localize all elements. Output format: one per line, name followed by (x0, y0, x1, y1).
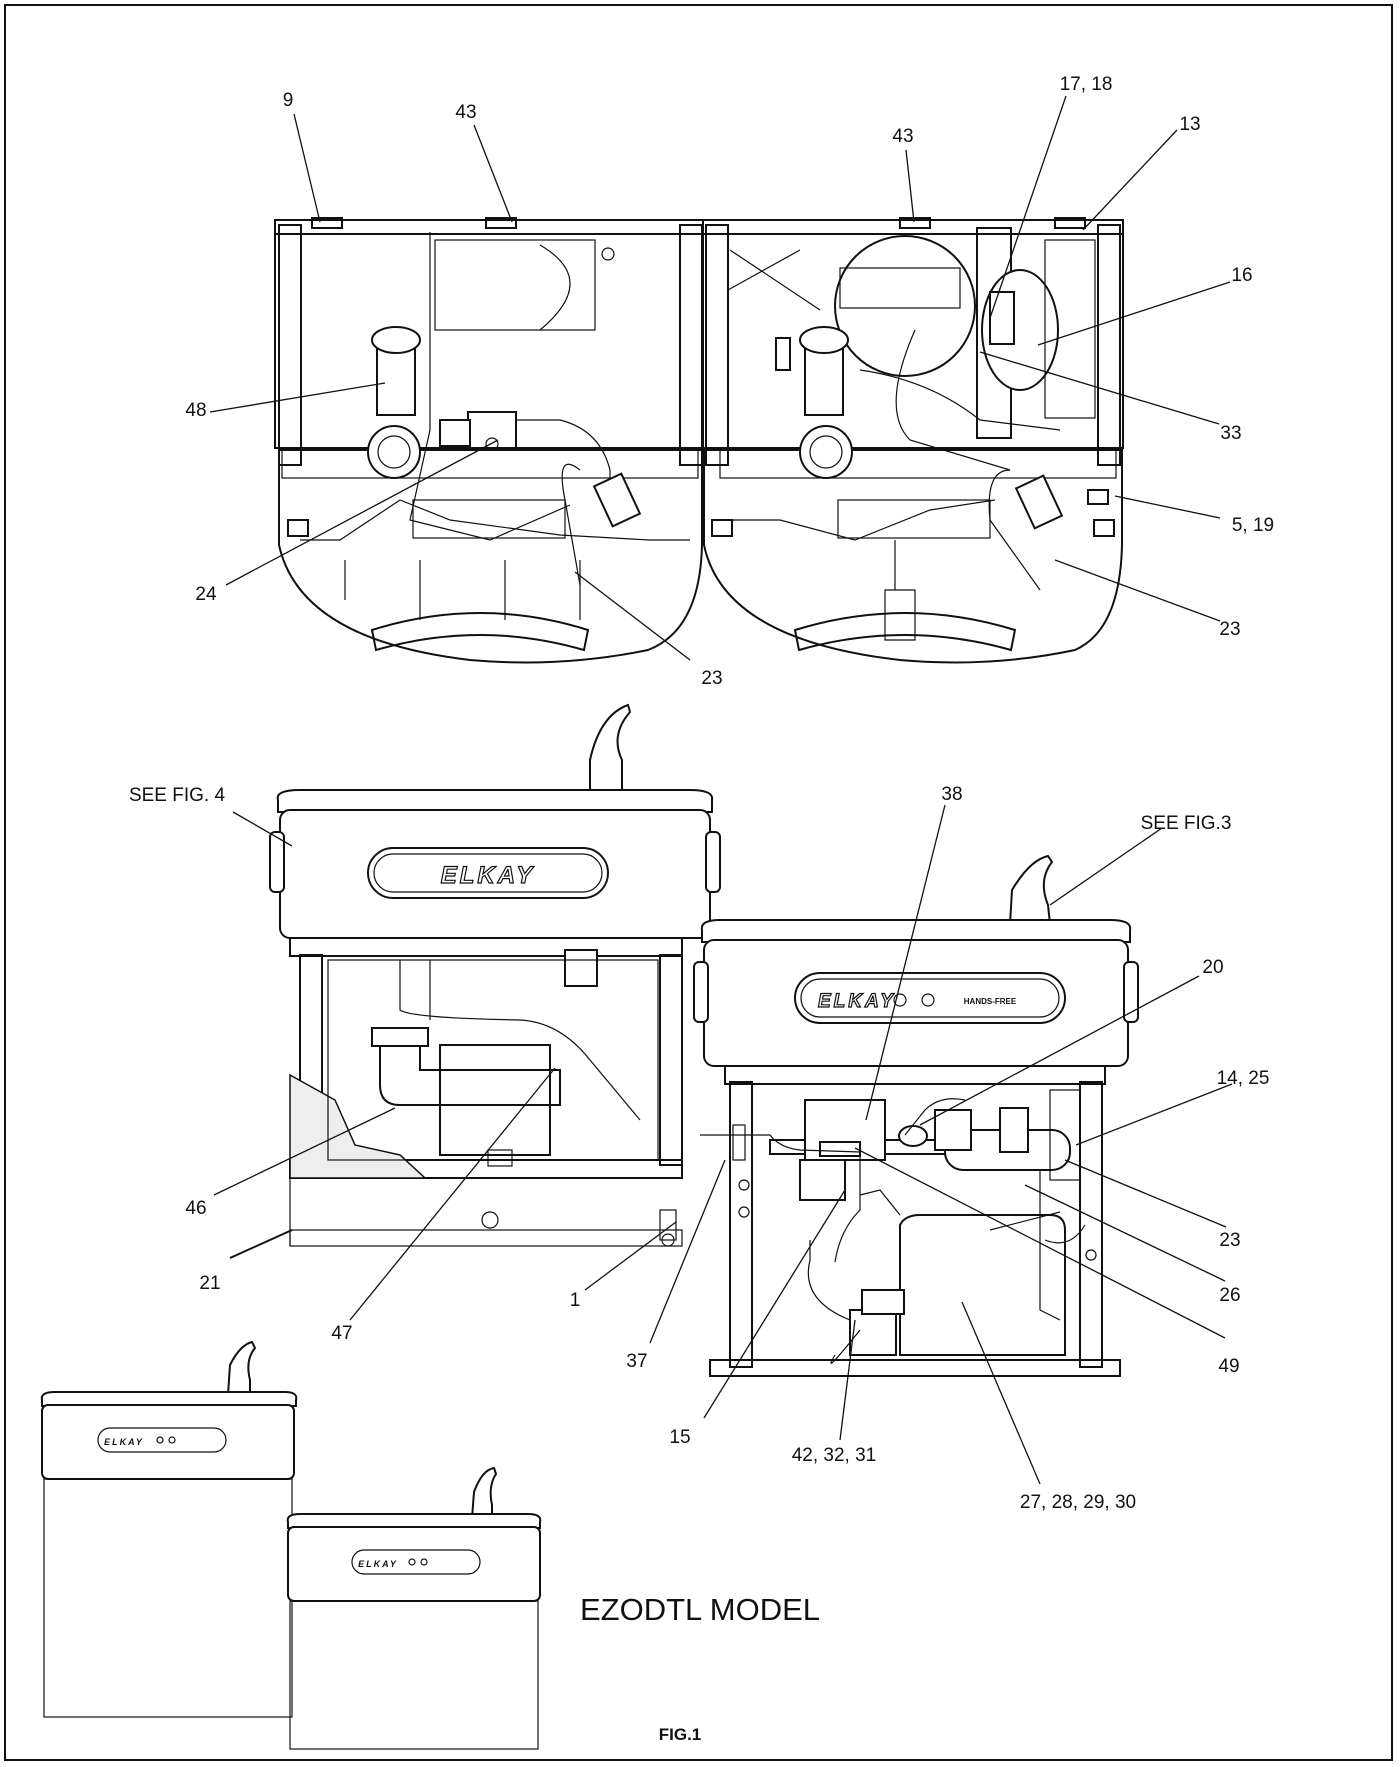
callout-23-top-right: 23 (1219, 619, 1240, 640)
callout-20: 20 (1202, 957, 1223, 978)
callout-see-fig-4: SEE FIG. 4 (129, 785, 226, 806)
page-border (4, 4, 1393, 1761)
callout-9: 9 (283, 90, 294, 111)
callout-17-18: 17, 18 (1060, 74, 1113, 95)
callout-33: 33 (1220, 423, 1241, 444)
callout-27-28-29-30: 27, 28, 29, 30 (1020, 1492, 1136, 1513)
thumbnail-assembly: ELKAY ELKAY (40, 1340, 542, 1750)
callout-49: 49 (1218, 1356, 1239, 1377)
callout-46: 46 (185, 1198, 206, 1219)
thumbnail-elkay-logo-right: ELKAY (358, 1559, 398, 1569)
leader-lines (209, 95, 1233, 1485)
callout-43-left: 43 (455, 102, 476, 123)
callout-38: 38 (941, 784, 962, 805)
callout-16: 16 (1231, 265, 1252, 286)
front-view-left-unit: ELKAY (269, 703, 721, 1247)
callout-see-fig-3: SEE FIG.3 (1141, 813, 1232, 834)
callout-21: 21 (199, 1273, 220, 1294)
callout-14-25: 14, 25 (1217, 1068, 1270, 1089)
elkay-logo-right: ELKAY (818, 991, 896, 1012)
elkay-logo-left: ELKAY (441, 862, 536, 889)
callout-26: 26 (1219, 1285, 1240, 1306)
hands-free-label-right: HANDS-FREE (964, 997, 1017, 1006)
figure-label: FIG.1 (659, 1725, 702, 1744)
callout-43-right: 43 (892, 126, 913, 147)
callout-23-front: 23 (1219, 1230, 1240, 1251)
callout-37: 37 (626, 1351, 647, 1372)
top-view (274, 217, 1124, 664)
callout-15: 15 (669, 1427, 690, 1448)
thumbnail-elkay-logo-left: ELKAY (104, 1437, 144, 1447)
model-title: EZODTL MODEL (580, 1592, 820, 1627)
callout-23-top-left: 23 (701, 668, 722, 689)
callout-48: 48 (185, 400, 206, 421)
front-view-right-unit: ELKAY HANDS-FREE (693, 854, 1139, 1377)
callout-47: 47 (331, 1323, 352, 1344)
callout-labels: 9 43 43 17, 18 13 16 48 33 5, 19 24 23 2… (129, 74, 1274, 1513)
callout-24: 24 (195, 584, 217, 605)
callout-42-32-31: 42, 32, 31 (792, 1445, 877, 1466)
callout-5-19: 5, 19 (1232, 515, 1274, 536)
callout-1: 1 (570, 1290, 581, 1311)
callout-13: 13 (1179, 114, 1200, 135)
